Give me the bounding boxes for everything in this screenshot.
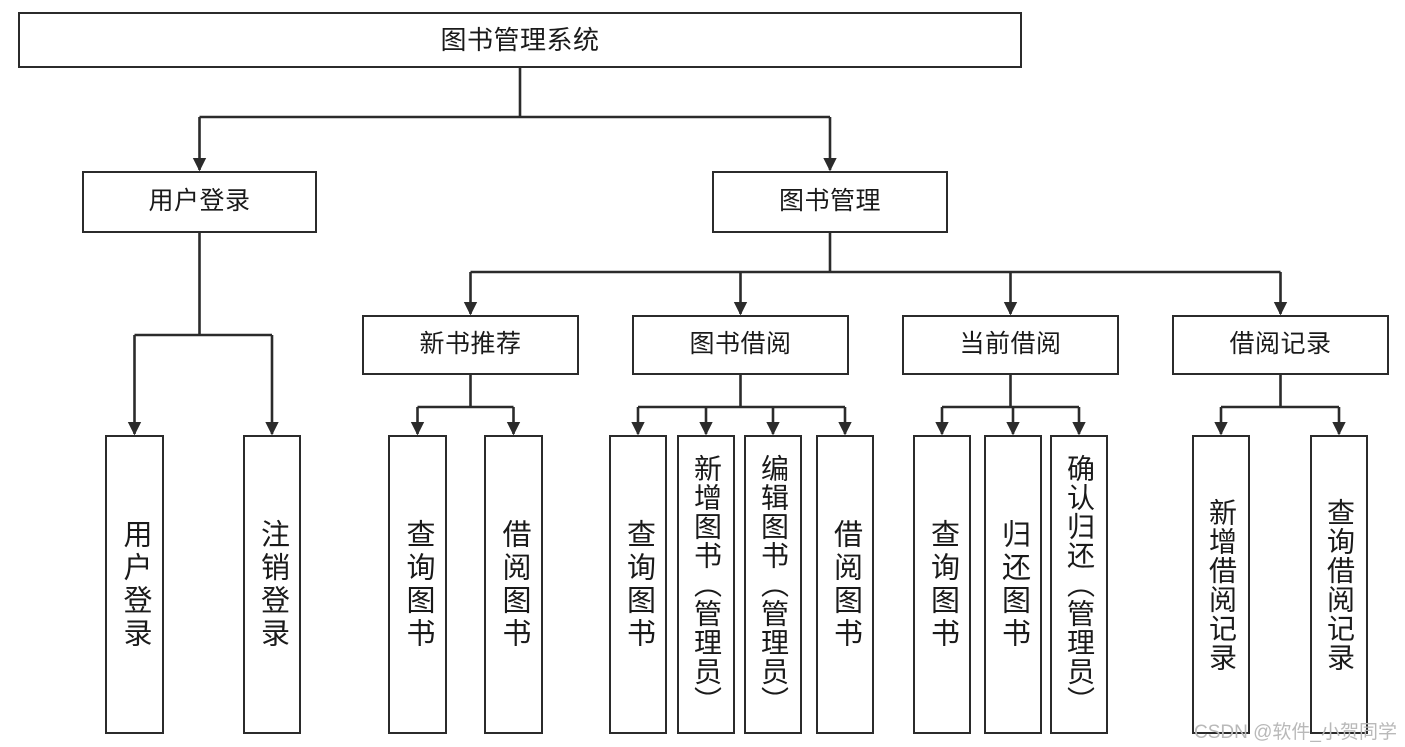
node-label: 借阅图书 bbox=[498, 518, 530, 651]
node-label: 借阅记录 bbox=[1229, 330, 1332, 359]
node-leaf-bo-borrow[interactable]: 借阅图书 bbox=[816, 435, 874, 734]
node-newbook[interactable]: 新书推荐 bbox=[362, 315, 579, 375]
node-label: 编辑图书（管理员） bbox=[758, 454, 789, 715]
node-leaf-user-logout[interactable]: 注销登录 bbox=[243, 435, 301, 734]
node-current[interactable]: 当前借阅 bbox=[902, 315, 1119, 375]
node-label: 借阅图书 bbox=[829, 518, 862, 651]
node-label: 确认归还（管理员） bbox=[1064, 454, 1095, 715]
node-login[interactable]: 用户登录 bbox=[82, 171, 317, 233]
node-label: 新增借阅记录 bbox=[1206, 497, 1237, 672]
node-label: 新增图书（管理员） bbox=[691, 454, 722, 715]
node-label: 查询借阅记录 bbox=[1324, 497, 1355, 672]
node-leaf-nb-query[interactable]: 查询图书 bbox=[388, 435, 447, 734]
node-root[interactable]: 图书管理系统 bbox=[18, 12, 1022, 68]
node-label: 图书借阅 bbox=[689, 330, 792, 359]
node-leaf-cu-query[interactable]: 查询图书 bbox=[913, 435, 971, 734]
node-bookmgmt[interactable]: 图书管理 bbox=[712, 171, 948, 233]
node-leaf-rc-query[interactable]: 查询借阅记录 bbox=[1310, 435, 1368, 734]
node-leaf-cu-confirm[interactable]: 确认归还（管理员） bbox=[1050, 435, 1108, 734]
node-label: 查询图书 bbox=[402, 518, 434, 651]
node-label: 当前借阅 bbox=[959, 330, 1062, 359]
node-leaf-bo-edit[interactable]: 编辑图书（管理员） bbox=[744, 435, 802, 734]
connector-lines bbox=[127, 68, 1346, 436]
node-label: 图书管理 bbox=[778, 187, 881, 216]
node-label: 查询图书 bbox=[622, 518, 655, 651]
node-label: 图书管理系统 bbox=[440, 24, 600, 55]
node-label: 用户登录 bbox=[148, 187, 251, 216]
watermark: CSDN @软件_小贺同学 bbox=[1194, 722, 1397, 743]
node-label: 用户登录 bbox=[119, 518, 151, 651]
node-leaf-rc-add[interactable]: 新增借阅记录 bbox=[1192, 435, 1250, 734]
node-records[interactable]: 借阅记录 bbox=[1172, 315, 1389, 375]
node-leaf-bo-query[interactable]: 查询图书 bbox=[609, 435, 667, 734]
node-label: 新书推荐 bbox=[419, 330, 522, 359]
node-borrow[interactable]: 图书借阅 bbox=[632, 315, 849, 375]
node-leaf-nb-borrow[interactable]: 借阅图书 bbox=[484, 435, 543, 734]
node-leaf-bo-add[interactable]: 新增图书（管理员） bbox=[677, 435, 735, 734]
node-leaf-user-login[interactable]: 用户登录 bbox=[105, 435, 164, 734]
node-label: 归还图书 bbox=[997, 518, 1030, 651]
node-leaf-cu-return[interactable]: 归还图书 bbox=[984, 435, 1042, 734]
node-label: 查询图书 bbox=[926, 518, 959, 651]
node-label: 注销登录 bbox=[256, 518, 289, 651]
